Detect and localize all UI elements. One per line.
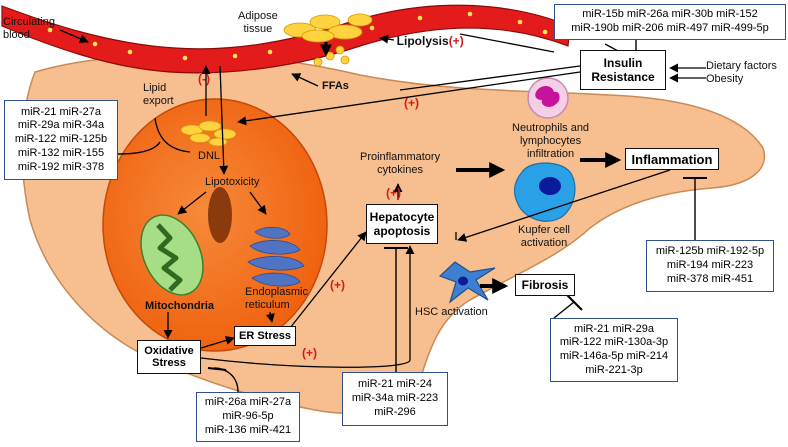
- minus-sign: (-): [198, 72, 210, 86]
- mirna-fibrosis-box: miR-21 miR-29a miR-122 miR-130a-3p miR-1…: [550, 318, 678, 382]
- neutrophils-label: Neutrophils and lymphocytes infiltration: [512, 122, 590, 161]
- kupffer-cell-icon: [513, 162, 576, 222]
- plus-sign-cytokines: (+): [386, 186, 401, 200]
- mirna-insulin-box: miR-15b miR-26a miR-30b miR-152 miR-190b…: [554, 4, 786, 40]
- insulin-resistance-box: Insulin Resistance: [580, 50, 666, 90]
- er-icon: [247, 226, 305, 287]
- mirna-fibrosis-text: miR-21 miR-29a miR-122 miR-130a-3p miR-1…: [559, 322, 669, 376]
- mirna-lipid-text: miR-21 miR-27a miR-29a miR-34a miR-122 m…: [14, 105, 108, 173]
- fibrosis-box: Fibrosis: [515, 274, 575, 296]
- hsc-activation-label: HSC activation: [415, 306, 488, 318]
- oxidative-stress-box: Oxidative Stress: [137, 340, 201, 374]
- plus-sign-er: (+): [330, 278, 345, 292]
- mirna-lipid-box: miR-21 miR-27a miR-29a miR-34a miR-122 m…: [4, 100, 118, 180]
- mirna-insulin-text: miR-15b miR-26a miR-30b miR-152 miR-190b…: [571, 8, 769, 34]
- er-label: Endoplasmic reticulum: [245, 286, 308, 312]
- mitochondria-icon: [140, 214, 204, 296]
- hepatocyte-apoptosis-box: Hepatocyte apoptosis: [366, 204, 438, 244]
- mitochondria-label: Mitochondria: [145, 300, 215, 312]
- mirna-inflammation-text: miR-125b miR-192-5p miR-194 miR-223 miR-…: [655, 245, 765, 285]
- ffas-label: FFAs: [322, 80, 349, 92]
- er-stress-box: ER Stress: [234, 326, 296, 346]
- nucleus-icon: [208, 187, 232, 243]
- mirna-inflammation-box: miR-125b miR-192-5p miR-194 miR-223 miR-…: [646, 240, 774, 292]
- circulating-blood-label: Circulating blood: [3, 16, 55, 42]
- adipose-tissue-label: Adipose tissue: [238, 10, 278, 36]
- mirna-oxidative-box: miR-26a miR-27a miR-96-5p miR-136 miR-42…: [196, 392, 300, 442]
- lipid-export-label: Lipid export: [143, 82, 174, 108]
- hsc-cell-icon: [438, 261, 496, 304]
- proinflammatory-cytokines-label: Proinflammatory cytokines: [360, 151, 441, 177]
- mirna-apoptosis-text: miR-21 miR-24 miR-34a miR-223 miR-296: [351, 378, 439, 418]
- adipose-icon: [283, 13, 373, 67]
- dnl-label: DNL: [198, 150, 221, 162]
- lipotoxicity-label: Lipotoxicity: [205, 176, 260, 188]
- mirna-oxidative-text: miR-26a miR-27a miR-96-5p miR-136 miR-42…: [204, 396, 292, 436]
- plus-sign-oxidative: (+): [302, 346, 317, 360]
- inflammation-box: Inflammation: [625, 148, 719, 170]
- dietary-factors-label: Dietary factors Obesity: [706, 60, 777, 86]
- mirna-apoptosis-box: miR-21 miR-24 miR-34a miR-223 miR-296: [342, 372, 448, 426]
- lipolysis-label: Lipolysis(+): [396, 34, 464, 49]
- plus-sign-liver: (+): [404, 96, 419, 110]
- neutrophil-icon: [527, 77, 569, 119]
- kupfer-cell-label: Kupfer cell activation: [518, 224, 570, 250]
